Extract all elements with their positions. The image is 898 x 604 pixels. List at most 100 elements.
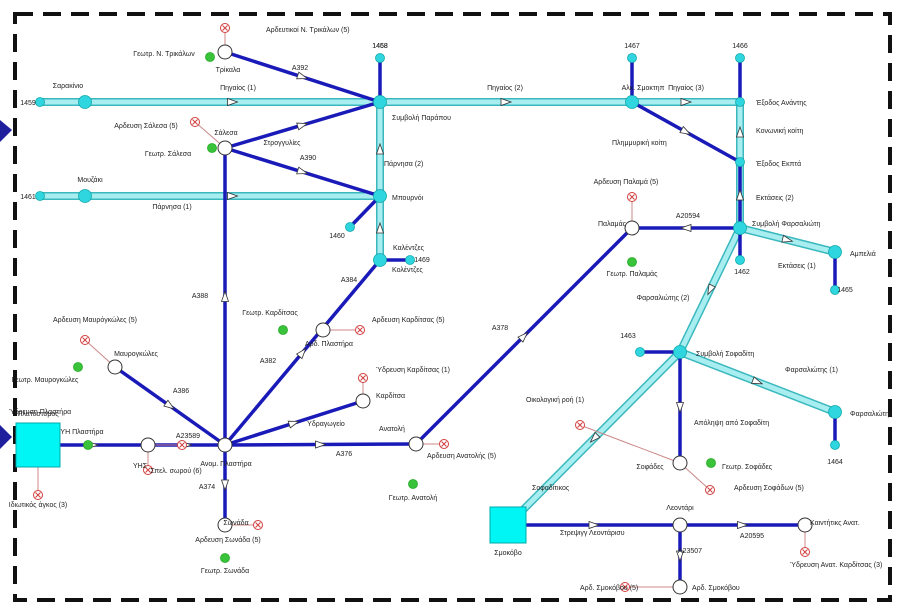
node-label: Αμπελιά <box>850 250 876 258</box>
node-label: Στρογγυλίες <box>263 139 301 147</box>
node-label: Ανατολή <box>379 426 405 433</box>
flow-arrow <box>227 97 239 107</box>
valve-x-icon <box>629 194 635 200</box>
node-label: Ύδρευση Καρδίτσας (1) <box>376 366 450 374</box>
junction-node <box>405 255 415 265</box>
edge-code-label: 1466 <box>732 43 748 50</box>
node-label: Αλκ. Σμοκτηπ <box>622 85 665 92</box>
flow-arrow <box>737 520 749 530</box>
node-label: Σοφάδες <box>636 463 664 471</box>
pipe-label: A378 <box>492 325 508 332</box>
junction-node <box>830 285 840 295</box>
edge-code-label: 1460 <box>329 233 345 240</box>
flow-arrow <box>589 431 601 443</box>
flow-arrow <box>517 331 529 343</box>
junction-node <box>345 222 355 232</box>
edge-code-label: 1469 <box>414 257 430 264</box>
supply-node <box>220 553 230 563</box>
junction-node <box>627 53 637 63</box>
flow-arrow <box>679 223 692 233</box>
node-label: Μουζάκι <box>77 176 103 184</box>
node-label: Καρδίτσα <box>376 392 405 400</box>
network-layer: Αρδευτικοί Ν. Τρικάλων (5)Γεωτρ. Ν. Τρικ… <box>9 23 893 595</box>
supply-node <box>83 440 93 450</box>
valve-x-icon <box>360 375 366 381</box>
supply-node <box>627 257 637 267</box>
node-label: Ανομ. Πλαστήρα <box>200 461 251 468</box>
node-label: ΥΗ Πλαστήρα <box>60 429 103 436</box>
demand-node <box>797 517 813 533</box>
edge-code-label: 1458 <box>372 43 388 50</box>
pipe-label: A392 <box>292 65 308 72</box>
node-label: Κολέντζες <box>392 266 423 274</box>
pipe-label: Πάρνησα (1) <box>152 203 191 211</box>
supply-node <box>73 362 83 372</box>
node-label: Οικολογική ροή (1) <box>526 397 584 404</box>
flow-arrow <box>679 125 692 136</box>
node-label: Γεωτρ. Καρδίτσας <box>242 309 298 317</box>
junction-node <box>35 97 45 107</box>
supply-node <box>205 52 215 62</box>
node-label: Γεωτρ. Ανατολή <box>389 495 438 502</box>
flow-arrow <box>680 97 693 107</box>
flow-arrow <box>227 191 239 201</box>
junction-node <box>735 255 745 265</box>
node-label: Απόληψη από Σοφαδίτη <box>694 419 769 427</box>
node-label: Αρδευση Σοφάδων (5) <box>734 484 804 492</box>
flow-arrow <box>296 122 309 131</box>
node-label: Υδραγωγείο <box>307 420 345 428</box>
flow-arrow <box>588 520 601 530</box>
node-label: Σάλεσα <box>214 129 237 137</box>
node-label: Αρδευση Μαυρόγκώλες (5) <box>53 316 137 324</box>
valve-x-icon <box>145 467 151 473</box>
pipe-label: Πάρνησα (2) <box>384 160 423 168</box>
pipe-label: A20595 <box>740 533 764 540</box>
left-inflow-arrow-bottom <box>0 425 12 449</box>
flow-arrow <box>287 420 300 429</box>
pipe-label: Πηγαίος (2) <box>487 84 523 92</box>
valve-x-icon <box>441 441 447 447</box>
flow-arrow <box>163 399 176 410</box>
valve-x-icon <box>255 522 261 528</box>
pipe-label: A376 <box>336 451 352 458</box>
node-label: Γεωτρ. Σωνάδα <box>201 567 249 575</box>
node-label: Αρδευση Παλαμά (5) <box>594 178 659 186</box>
demand-node <box>672 517 688 533</box>
node-label: Γεωτρ. Μαυρογκώλες <box>12 376 79 384</box>
valve-x-icon <box>35 492 41 498</box>
flow-arrow <box>707 283 717 296</box>
demand-node <box>408 436 424 452</box>
node-label: Συμβολή Φαρσαλιώτη <box>752 220 820 228</box>
valve-x-icon <box>179 442 185 448</box>
junction-node <box>828 405 842 419</box>
supply-node <box>706 458 716 468</box>
node-label: Σαρακίνιο <box>53 82 84 90</box>
node-label: Τρίκαλα <box>216 66 241 74</box>
node-label: Ύδρευση Πλαστήρα <box>9 409 71 416</box>
junction-node <box>78 95 92 109</box>
node-label: Ιδιωτικός άγκος (3) <box>9 501 67 509</box>
diagram-frame <box>13 12 892 602</box>
junction-node <box>733 221 747 235</box>
pipe-label: A386 <box>173 388 189 395</box>
junction-node <box>375 53 385 63</box>
junction-node <box>635 347 645 357</box>
pipe-label: A23589 <box>176 433 200 440</box>
junction-node <box>735 53 745 63</box>
node-label: Αρδ. Σμοκόβου (5) <box>580 584 638 592</box>
flow-arrow <box>315 440 327 449</box>
node-label: Εκτάσεις (2) <box>756 194 794 202</box>
node-label: Γεωτρ. Ν. Τρικάλων <box>133 50 195 58</box>
node-label: Κονωνική κοίτη <box>756 127 803 135</box>
node-label: Αρδευση Καρδίτσας (5) <box>372 316 445 324</box>
pipe-label: A384 <box>341 277 357 284</box>
junction-node <box>830 440 840 450</box>
node-label: Γεωτρ. Παλαμάς <box>607 270 659 278</box>
supply-node <box>278 325 288 335</box>
valve-x-icon <box>802 549 808 555</box>
pipe-label: A23507 <box>678 548 702 555</box>
left-inflow-arrow-top <box>0 120 12 142</box>
pipe-label: A374 <box>199 484 215 491</box>
junction-node <box>625 95 639 109</box>
junction-node <box>373 253 387 267</box>
